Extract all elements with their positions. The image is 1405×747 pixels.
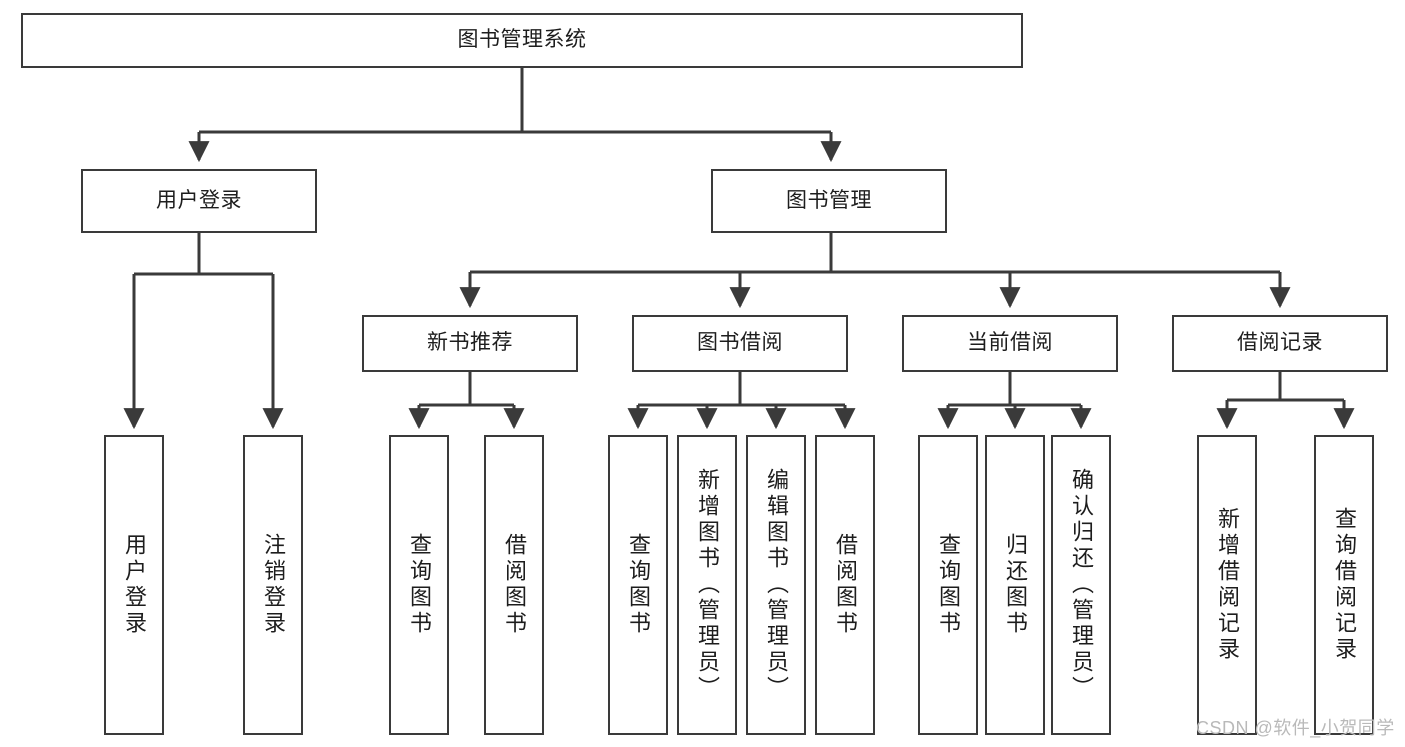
leaf-borrow-book-rec[interactable]: 借阅图书 [484, 435, 544, 735]
node-root-label: 图书管理系统 [457, 28, 587, 52]
leaf-logout[interactable]: 注销登录 [243, 435, 303, 735]
leaf-query-book-current-label: 查询图书 [935, 533, 961, 637]
leaf-add-borrow-record-label: 新增借阅记录 [1214, 507, 1240, 663]
leaf-borrow-book-rec-label: 借阅图书 [501, 533, 527, 637]
node-book-management[interactable]: 图书管理 [711, 169, 947, 233]
leaf-borrow-book[interactable]: 借阅图书 [815, 435, 875, 735]
leaf-query-book-rec[interactable]: 查询图书 [389, 435, 449, 735]
leaf-confirm-return-label: 确认归还（管理员） [1068, 468, 1094, 702]
leaf-user-login-label: 用户登录 [121, 533, 147, 637]
node-user-login-label: 用户登录 [156, 188, 242, 212]
leaf-query-borrow-record[interactable]: 查询借阅记录 [1314, 435, 1374, 735]
node-root[interactable]: 图书管理系统 [21, 13, 1023, 68]
leaf-logout-label: 注销登录 [260, 533, 286, 637]
leaf-add-book-label: 新增图书（管理员） [694, 468, 720, 702]
node-book-management-label: 图书管理 [786, 188, 872, 212]
csdn-watermark: CSDN @软件_小贺同学 [1196, 718, 1395, 738]
leaf-query-book-borrow-label: 查询图书 [625, 533, 651, 637]
node-current-borrow[interactable]: 当前借阅 [902, 315, 1118, 372]
leaf-confirm-return[interactable]: 确认归还（管理员） [1051, 435, 1111, 735]
leaf-borrow-book-label: 借阅图书 [832, 533, 858, 637]
node-borrow-records[interactable]: 借阅记录 [1172, 315, 1388, 372]
leaf-query-book-current[interactable]: 查询图书 [918, 435, 978, 735]
leaf-user-login[interactable]: 用户登录 [104, 435, 164, 735]
node-book-borrow-label: 图书借阅 [697, 331, 783, 355]
node-user-login[interactable]: 用户登录 [81, 169, 317, 233]
leaf-return-book-label: 归还图书 [1002, 533, 1028, 637]
node-borrow-records-label: 借阅记录 [1237, 331, 1323, 355]
leaf-return-book[interactable]: 归还图书 [985, 435, 1045, 735]
leaf-query-book-borrow[interactable]: 查询图书 [608, 435, 668, 735]
node-new-book-recommend-label: 新书推荐 [427, 331, 513, 355]
leaf-query-book-rec-label: 查询图书 [406, 533, 432, 637]
leaf-add-borrow-record[interactable]: 新增借阅记录 [1197, 435, 1257, 735]
leaf-add-book[interactable]: 新增图书（管理员） [677, 435, 737, 735]
leaf-edit-book-label: 编辑图书（管理员） [763, 468, 789, 702]
leaf-query-borrow-record-label: 查询借阅记录 [1331, 507, 1357, 663]
node-new-book-recommend[interactable]: 新书推荐 [362, 315, 578, 372]
node-book-borrow[interactable]: 图书借阅 [632, 315, 848, 372]
leaf-edit-book[interactable]: 编辑图书（管理员） [746, 435, 806, 735]
node-current-borrow-label: 当前借阅 [967, 331, 1053, 355]
